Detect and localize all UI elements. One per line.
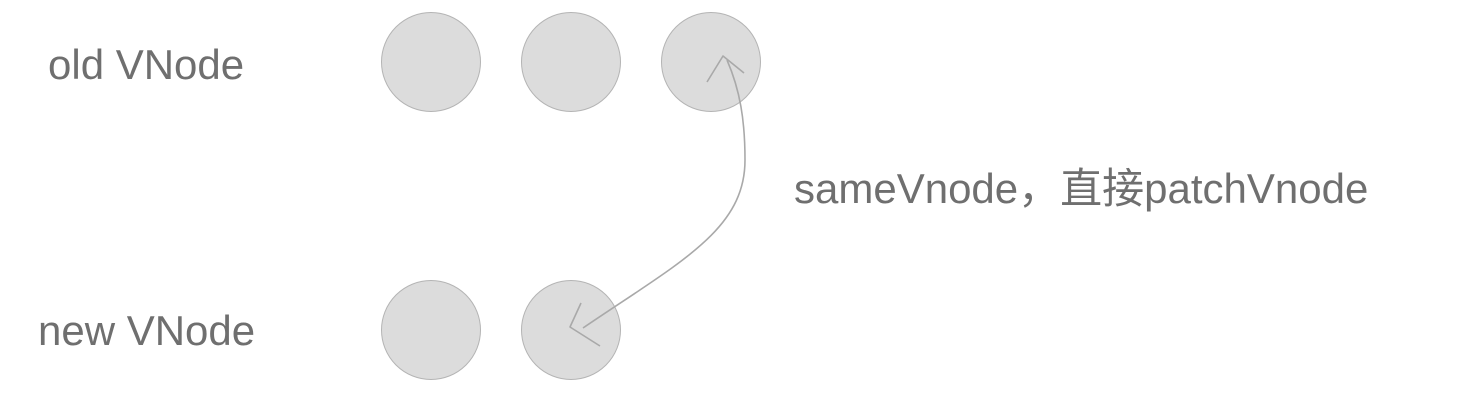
new-vnode-label: new VNode: [38, 307, 256, 354]
old-vnode-label: old VNode: [48, 41, 245, 88]
old-vnode-node-2: [521, 12, 621, 112]
new-vnode-node-1: [381, 280, 481, 380]
new-vnode-node-2: [521, 280, 621, 380]
old-vnode-node-3: [661, 12, 761, 112]
same-vnode-annotation: sameVnode，直接patchVnode: [794, 165, 1369, 212]
old-vnode-node-1: [381, 12, 481, 112]
